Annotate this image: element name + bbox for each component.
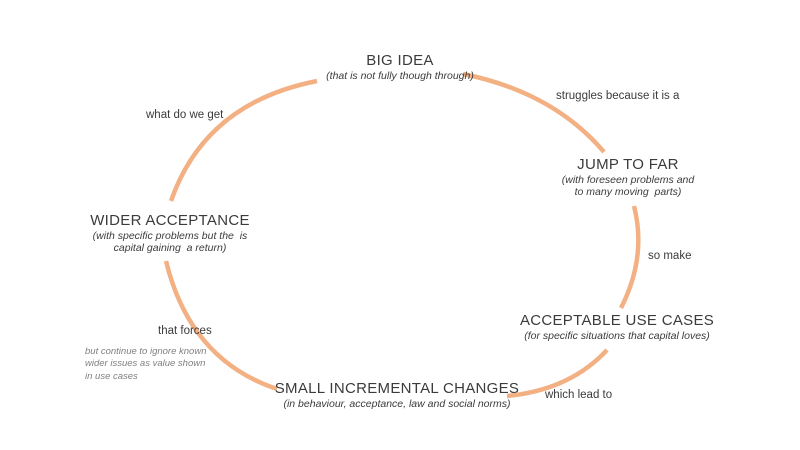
arc-big-idea-to-jump — [462, 71, 606, 154]
node-big-idea-subtitle: (that is not fully though through) — [326, 70, 474, 82]
node-wider-acceptance-title: WIDER ACCEPTANCE — [90, 212, 250, 229]
node-wider-acceptance-subtitle-line1: (with specific problems but the is — [92, 230, 248, 242]
node-acceptable-use-cases: ACCEPTABLE USE CASES (for specific situa… — [520, 312, 714, 342]
edge-label-that-forces: that forces — [158, 325, 212, 337]
arc-jump-to-acceptable — [618, 205, 641, 310]
edge-label-which-lead-to: which lead to — [545, 389, 613, 401]
node-wider-acceptance: WIDER ACCEPTANCE (with specific problems… — [90, 212, 250, 254]
node-jump-to-far: JUMP TO FAR (with foreseen problems and … — [562, 156, 695, 198]
node-small-incremental-changes-title: SMALL INCREMENTAL CHANGES — [274, 380, 520, 397]
arc-wider-to-big-idea — [168, 78, 318, 202]
node-big-idea: BIG IDEA (that is not fully though throu… — [326, 52, 474, 82]
edge-label-what-do-we-get: what do we get — [146, 109, 224, 121]
side-note-line1: but continue to ignore known — [85, 346, 207, 357]
arc-acceptable-to-small — [506, 348, 609, 399]
node-jump-to-far-title: JUMP TO FAR — [577, 156, 679, 173]
node-small-incremental-changes: SMALL INCREMENTAL CHANGES (in behaviour,… — [275, 380, 520, 410]
side-note: but continue to ignore known wider issue… — [85, 346, 206, 383]
edge-label-struggles-because-it-is-a: struggles because it is a — [556, 90, 680, 102]
node-jump-to-far-subtitle-line2: to many moving parts) — [574, 186, 682, 198]
arc-small-to-wider — [163, 260, 278, 392]
node-acceptable-use-cases-title: ACCEPTABLE USE CASES — [519, 312, 715, 329]
edge-label-so-make: so make — [648, 250, 692, 262]
side-note-line3: in use cases — [85, 370, 138, 382]
node-wider-acceptance-subtitle-line2: capital gaining a return) — [113, 242, 227, 254]
side-note-line2: wider issues as value shown — [85, 358, 206, 370]
node-acceptable-use-cases-subtitle: (for specific situations that capital lo… — [524, 330, 710, 342]
node-small-incremental-changes-subtitle: (in behaviour, acceptance, law and socia… — [283, 398, 511, 410]
node-jump-to-far-subtitle-line1: (with foreseen problems and — [561, 174, 695, 186]
node-big-idea-title: BIG IDEA — [366, 52, 434, 69]
